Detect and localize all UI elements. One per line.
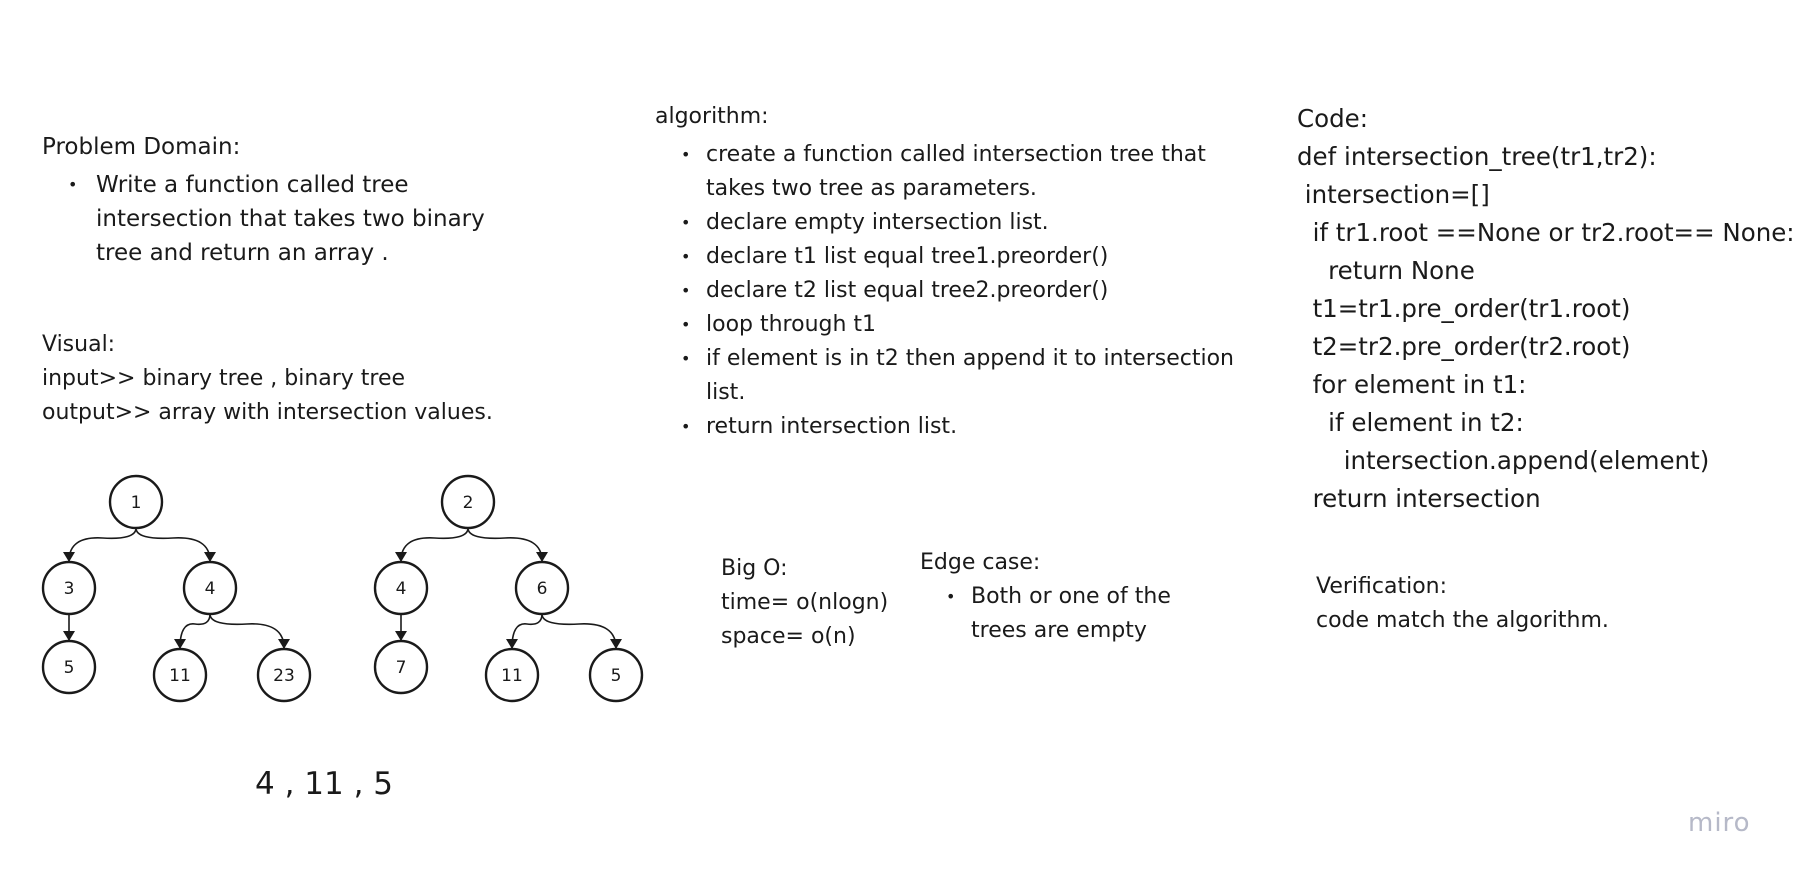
tree-node-label: 3 (64, 579, 75, 599)
code-line: if element in t2: (1297, 408, 1524, 437)
tree-node: 1 (108, 474, 164, 530)
edge-case-section: Edge case: Both or one of the trees are … (920, 546, 1210, 648)
list-item: return intersection list. (655, 410, 1235, 444)
edge-case-list: Both or one of the trees are empty (920, 580, 1210, 648)
visual-heading: Visual: (42, 332, 116, 357)
tree-node: 5 (588, 647, 644, 703)
code-line: def intersection_tree(tr1,tr2): (1297, 142, 1657, 171)
verification-heading: Verification: (1316, 574, 1448, 599)
list-item: declare t2 list equal tree2.preorder() (655, 274, 1235, 308)
visual-output: output>> array with intersection values. (42, 400, 493, 425)
tree-node-label: 1 (131, 493, 142, 513)
list-item: declare empty intersection list. (655, 206, 1235, 240)
problem-domain-list: Write a function called tree intersectio… (42, 168, 512, 270)
list-item: Write a function called tree intersectio… (42, 168, 512, 270)
tree-node: 11 (152, 647, 208, 703)
tree-node: 3 (41, 560, 97, 616)
code-heading: Code: (1297, 104, 1368, 133)
big-o-section: Big O: time= o(nlogn) space= o(n) (721, 552, 921, 654)
big-o-heading: Big O: (721, 556, 788, 581)
verification-section: Verification: code match the algorithm. (1316, 570, 1716, 638)
tree-edge (506, 613, 543, 649)
visual-input: input>> binary tree , binary tree (42, 366, 406, 391)
tree-node-label: 6 (537, 579, 548, 599)
big-o-space: space= o(n) (721, 624, 856, 649)
visual-section: Visual: input>> binary tree , binary tre… (42, 328, 602, 430)
tree-edge (467, 527, 548, 562)
tree-node: 23 (256, 647, 312, 703)
tree-node-label: 2 (463, 493, 474, 513)
code-line: return None (1297, 256, 1475, 285)
big-o-time: time= o(nlogn) (721, 590, 889, 615)
binary-tree: 1 3 4 5 11 23 (41, 474, 312, 703)
tree-node: 6 (514, 560, 570, 616)
code-line: return intersection (1297, 484, 1541, 513)
tree-node-label: 5 (64, 658, 75, 678)
tree-node-label: 7 (396, 658, 407, 678)
tree-edge (395, 527, 469, 562)
tree-edge (135, 527, 216, 562)
binary-tree: 2 4 6 7 11 5 (373, 474, 644, 703)
tree-node: 4 (182, 560, 238, 616)
tree-node-label: 5 (611, 666, 622, 686)
tree-edge (209, 613, 290, 649)
tree-node-label: 23 (273, 666, 295, 686)
algorithm-steps: create a function called intersection tr… (655, 138, 1235, 444)
tree-layer: 1 3 4 5 11 23 2 4 6 7 11 5 (41, 474, 644, 703)
algorithm-section: algorithm: create a function called inte… (655, 100, 1235, 444)
edge-case-heading: Edge case: (920, 550, 1041, 575)
problem-domain-section: Problem Domain: Write a function called … (42, 130, 512, 270)
list-item: loop through t1 (655, 308, 1235, 342)
list-item: if element is in t2 then append it to in… (655, 342, 1235, 410)
code-line: t1=tr1.pre_order(tr1.root) (1297, 294, 1631, 323)
tree-node: 11 (484, 647, 540, 703)
list-item: Both or one of the trees are empty (920, 580, 1210, 648)
code-line: intersection.append(element) (1297, 446, 1710, 475)
tree-node-label: 11 (501, 666, 523, 686)
tree-node: 2 (440, 474, 496, 530)
code-line: for element in t1: (1297, 370, 1527, 399)
algorithm-heading: algorithm: (655, 104, 769, 129)
tree-node: 5 (41, 639, 97, 695)
list-item: create a function called intersection tr… (655, 138, 1235, 206)
tree-node-label: 4 (396, 579, 407, 599)
tree-node-label: 4 (205, 579, 216, 599)
code-line: if tr1.root ==None or tr2.root== None: (1297, 218, 1795, 247)
intersection-result: 4 , 11 , 5 (255, 766, 394, 802)
list-item: declare t1 list equal tree1.preorder() (655, 240, 1235, 274)
code-section: Code: def intersection_tree(tr1,tr2): in… (1297, 100, 1795, 518)
tree-node: 4 (373, 560, 429, 616)
miro-watermark: miro (1688, 808, 1751, 838)
code-line: t2=tr2.pre_order(tr2.root) (1297, 332, 1631, 361)
tree-node-label: 11 (169, 666, 191, 686)
verification-text: code match the algorithm. (1316, 608, 1609, 633)
tree-edge (541, 613, 622, 649)
tree-edge (174, 613, 211, 649)
problem-domain-heading: Problem Domain: (42, 134, 241, 160)
tree-edge (63, 527, 137, 562)
tree-node: 7 (373, 639, 429, 695)
code-line: intersection=[] (1297, 180, 1490, 209)
